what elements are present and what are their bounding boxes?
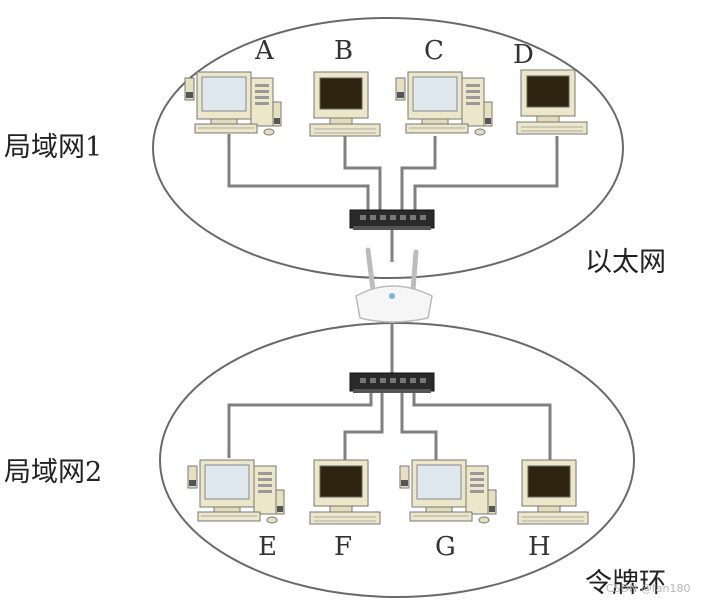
- lan2-cables: [227, 322, 552, 460]
- node-label-c: C: [424, 36, 444, 66]
- watermark: CSDN @fan180: [606, 582, 691, 595]
- node-label-e: E: [258, 532, 277, 562]
- lan1-label: 局域网1: [4, 132, 103, 163]
- lan1-cables: [227, 134, 559, 262]
- host-a-computer-icon: [184, 71, 282, 136]
- host-g-computer-icon: [399, 459, 497, 524]
- ethernet-label: 以太网: [585, 247, 666, 278]
- node-label-h: H: [528, 532, 551, 562]
- lan1-switch: [349, 209, 435, 231]
- router-icon: [355, 247, 433, 323]
- host-e-computer-icon: [187, 459, 285, 524]
- lan2-switch: [349, 372, 435, 394]
- lan2-boundary: [159, 322, 635, 598]
- token-ring-label: 令牌环: [585, 568, 666, 599]
- node-label-f: F: [334, 532, 353, 562]
- host-f-terminal-icon: [309, 459, 381, 525]
- lan1-boundary: [152, 17, 624, 279]
- host-b-terminal-icon: [309, 71, 381, 137]
- node-label-b: B: [334, 36, 354, 66]
- lan2-label: 局域网2: [4, 457, 103, 488]
- host-d-terminal-icon: [516, 69, 588, 135]
- node-label-a: A: [255, 36, 274, 66]
- node-label-g: G: [435, 532, 456, 562]
- node-label-d: D: [513, 40, 534, 70]
- host-h-terminal-icon: [517, 459, 589, 525]
- host-c-computer-icon: [395, 71, 493, 136]
